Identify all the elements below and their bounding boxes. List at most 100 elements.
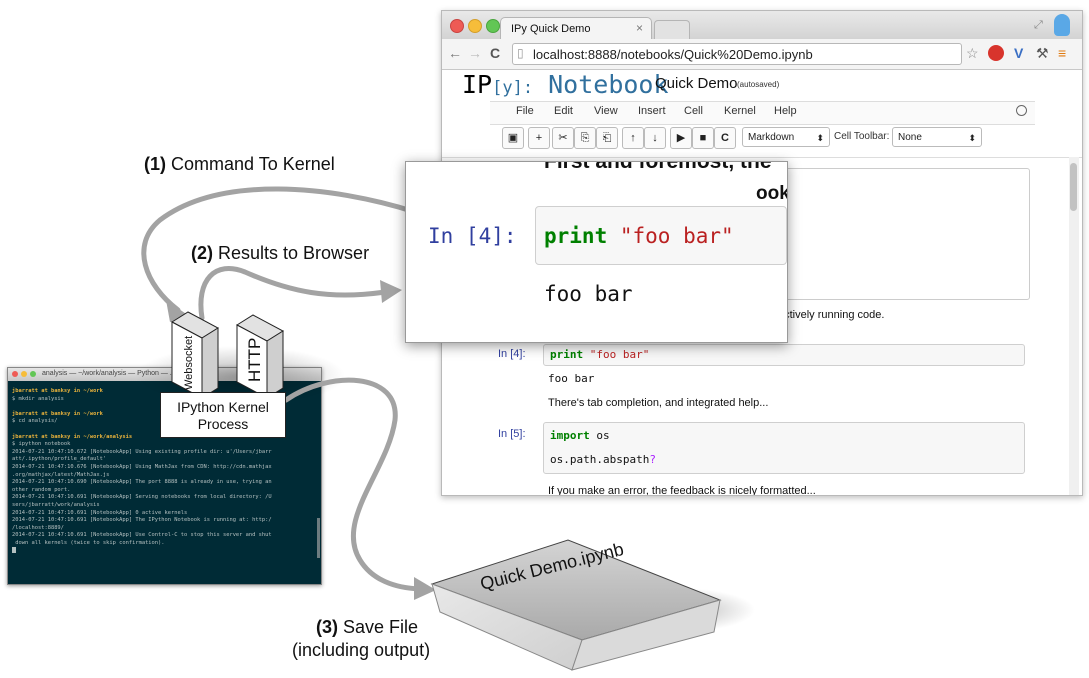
notebook-file-box: [430, 539, 755, 671]
move-up-icon[interactable]: ↑: [622, 127, 644, 149]
terminal-cursor: [12, 547, 16, 554]
adblock-icon[interactable]: [988, 45, 1004, 61]
save-icon[interactable]: ▣: [502, 127, 524, 149]
terminal-log-line: 2014-07-21 10:47:10.691 [NotebookApp] Us…: [12, 532, 272, 539]
autosave-status: (autosaved): [737, 80, 780, 89]
terminal-title: analysis — ~/work/analysis — Python — ..…: [42, 370, 213, 377]
move-down-icon[interactable]: ↓: [644, 127, 666, 149]
notebook-menubar: File Edit View Insert Cell Kernel Help: [490, 101, 1035, 125]
step3-sublabel: (including output): [292, 640, 431, 660]
arrow-save-file: [283, 377, 436, 600]
kernel-label-line2: Process: [197, 416, 249, 432]
page-icon: ▯: [517, 46, 524, 60]
websocket-label: Websocket: [183, 336, 195, 390]
terminal-log-line: 2014-07-21 10:47:10.690 [NotebookApp] Th…: [12, 479, 272, 486]
terminal-log-line: 2014-07-21 10:47:10.676 [NotebookApp] Us…: [12, 463, 272, 470]
step3-label: (3) Save File: [316, 617, 418, 638]
bookmark-star-icon[interactable]: ☆: [966, 45, 979, 61]
select-caret-icon: ⬍: [968, 133, 976, 143]
zoomed-code-cell: First and foremost, the ook In [4]: prin…: [405, 161, 788, 343]
kernel-label-line1: IPython Kernel: [177, 399, 269, 415]
markdown-text-running: actively running code.: [778, 309, 885, 321]
terminal-log-line: .org/mathjax/latest/MathJax.js: [12, 471, 110, 478]
tab-close-icon[interactable]: ×: [635, 21, 643, 35]
fullscreen-icon[interactable]: ⤢: [1034, 19, 1043, 31]
cell-toolbar-select[interactable]: None ⬍: [892, 127, 982, 147]
stop-icon[interactable]: ■: [692, 127, 714, 149]
ipython-logo[interactable]: IP[y]: Notebook: [462, 70, 669, 99]
url-field[interactable]: ▯ localhost:8888/notebooks/Quick%20Demo.…: [512, 43, 962, 65]
tab-title: IPy Quick Demo: [511, 23, 591, 35]
zoom-markdown-text: First and foremost, the: [544, 161, 772, 173]
step2-text: Results to Browser: [218, 243, 370, 263]
cell-toolbar-value: None: [898, 132, 922, 143]
code-cell-input[interactable]: import os os.path.abspath?: [543, 422, 1025, 474]
wrench-icon[interactable]: ⚒: [1036, 45, 1049, 61]
menu-insert[interactable]: Insert: [638, 105, 666, 117]
browser-tab-bar: IPy Quick Demo × ⤢: [442, 11, 1082, 40]
step2-label: (2) Results to Browser: [191, 243, 369, 264]
notebook-name[interactable]: Quick Demo: [655, 75, 738, 92]
code-string: "foo bar": [589, 348, 650, 361]
code-cell-output: foo bar: [548, 372, 595, 385]
cell-type-value: Markdown: [748, 132, 795, 143]
close-window-button[interactable]: [12, 371, 18, 377]
cell-prompt: In [5]:: [498, 428, 526, 440]
menu-icon[interactable]: ≡: [1058, 45, 1067, 61]
minimize-window-button[interactable]: [21, 371, 27, 377]
kernel-process-box: IPython Kernel Process: [160, 392, 286, 438]
menu-view[interactable]: View: [594, 105, 618, 117]
logo-prefix: IP: [462, 70, 493, 99]
scrollbar-thumb[interactable]: [1070, 163, 1077, 211]
terminal-scrollbar[interactable]: [317, 518, 320, 558]
menu-edit[interactable]: Edit: [554, 105, 573, 117]
terminal-log-line: sers/jbarratt/work/analysis: [12, 501, 100, 508]
copy-icon[interactable]: ⎘: [574, 127, 596, 149]
zoom-code-output: foo bar: [544, 282, 633, 306]
code-cell-input[interactable]: print "foo bar": [543, 344, 1025, 366]
select-caret-icon: ⬍: [816, 133, 824, 143]
forward-arrow-icon[interactable]: →: [468, 45, 482, 61]
cut-icon[interactable]: ✂: [552, 127, 574, 149]
back-arrow-icon[interactable]: ←: [448, 45, 462, 61]
new-tab-button[interactable]: [654, 20, 690, 39]
extension-v-icon[interactable]: V: [1014, 45, 1024, 61]
arrow-results-to-browser: [198, 266, 402, 321]
zoom-code-string: "foo bar": [619, 224, 734, 248]
terminal-prompt-user: jbarratt at banksy in ~/work: [12, 410, 103, 417]
code-text: os: [589, 429, 610, 442]
terminal-log-line: 2014-07-21 10:47:10.691 [NotebookApp] Se…: [12, 494, 272, 501]
menu-cell[interactable]: Cell: [684, 105, 703, 117]
restart-icon[interactable]: C: [714, 127, 736, 149]
user-profile-icon[interactable]: [1054, 14, 1070, 36]
minimize-window-button[interactable]: [468, 19, 482, 33]
code-text: os.path.abspath: [550, 453, 650, 466]
menu-kernel[interactable]: Kernel: [724, 105, 756, 117]
terminal-output[interactable]: jbarratt at banksy in ~/work $ mkdir ana…: [12, 388, 318, 556]
menu-help[interactable]: Help: [774, 105, 797, 117]
cell-type-select[interactable]: Markdown ⬍: [742, 127, 830, 147]
reload-icon[interactable]: C: [490, 45, 501, 61]
zoom-code-input[interactable]: print "foo bar": [535, 206, 787, 265]
address-bar: ← → C ▯ localhost:8888/notebooks/Quick%2…: [442, 39, 1082, 70]
code-keyword: import: [550, 429, 590, 442]
url-text: localhost:8888/notebooks/Quick%20Demo.ip…: [533, 47, 813, 62]
browser-tab[interactable]: IPy Quick Demo ×: [500, 17, 652, 40]
maximize-window-button[interactable]: [486, 19, 500, 33]
paste-icon[interactable]: ⎗: [596, 127, 618, 149]
zoom-cell-prompt: In [4]:: [428, 224, 517, 248]
close-window-button[interactable]: [450, 19, 464, 33]
terminal-log-line: down all kernels (twice to skip confirma…: [12, 539, 165, 546]
http-label: HTTP: [245, 338, 264, 382]
insert-cell-icon[interactable]: +: [528, 127, 550, 149]
notebook-toolbar: ▣ + ✂ ⎘ ⎗ ↑ ↓ ▶ ■ C Markdown⬍ Cell Toolb…: [502, 127, 1042, 151]
notebook-scrollbar[interactable]: [1069, 157, 1079, 495]
run-icon[interactable]: ▶: [670, 127, 692, 149]
maximize-window-button[interactable]: [30, 371, 36, 377]
code-help-mark: ?: [649, 453, 656, 466]
terminal-log-line: 2014-07-21 10:47:10.691 [NotebookApp] 0 …: [12, 509, 188, 516]
terminal-prompt-user: jbarratt at banksy in ~/work: [12, 388, 103, 394]
step2-number: (2): [191, 243, 213, 263]
menu-file[interactable]: File: [516, 105, 534, 117]
